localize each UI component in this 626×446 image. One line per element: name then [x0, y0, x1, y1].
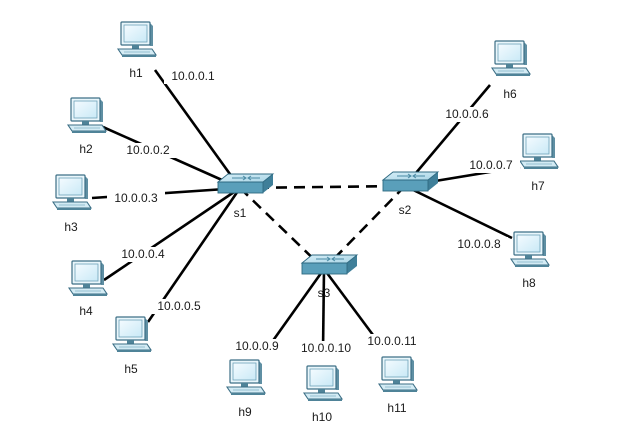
host-label-h3: h3	[64, 220, 78, 234]
ip-label-h9: 10.0.0.9	[235, 339, 279, 353]
host-label-h1: h1	[129, 66, 143, 80]
ip-label-h3: 10.0.0.3	[114, 191, 158, 205]
switch-label-s3: s3	[318, 286, 331, 300]
computer-icon[interactable]	[67, 97, 107, 134]
labels-layer: s1 s2 s3 h1 10.0.0.1 h2 10.0.0.2 h3 10.0.0.3 h4 10…	[64, 66, 545, 424]
host-label-h2: h2	[79, 142, 93, 156]
trunk-link-s1-s3	[239, 187, 325, 270]
computer-icon[interactable]	[117, 21, 157, 58]
switch-label-s2: s2	[399, 203, 412, 217]
link-h9-s3	[270, 268, 326, 343]
link-h4-s1	[103, 186, 241, 282]
ip-label-h2: 10.0.0.2	[126, 143, 170, 157]
ip-label-background	[107, 191, 165, 206]
computer-icon[interactable]	[226, 359, 266, 396]
host-label-h5: h5	[124, 362, 138, 376]
ip-label-h11: 10.0.0.11	[367, 334, 416, 348]
host-label-h10: h10	[312, 410, 332, 424]
link-h1-s1	[153, 69, 242, 189]
ip-label-background	[297, 341, 355, 356]
ip-label-h1: 10.0.0.1	[171, 69, 215, 83]
switch-icon[interactable]	[382, 171, 439, 192]
link-h10-s3	[321, 268, 326, 353]
ip-label-background	[114, 247, 172, 262]
computer-icon[interactable]	[378, 356, 418, 393]
ip-label-background	[150, 299, 208, 314]
host-label-h7: h7	[531, 179, 545, 193]
computer-icon[interactable]	[510, 231, 550, 268]
ip-label-h6: 10.0.0.6	[445, 107, 489, 121]
ip-label-h8: 10.0.0.8	[457, 237, 501, 251]
ip-label-background	[228, 339, 286, 354]
ip-label-h7: 10.0.0.7	[469, 158, 513, 172]
switch-icon[interactable]	[217, 173, 274, 194]
link-h11-s3	[322, 268, 378, 340]
computer-icon[interactable]	[491, 40, 531, 77]
host-label-h6: h6	[503, 87, 517, 101]
switch-icon[interactable]	[301, 254, 358, 275]
link-h8-s2	[404, 184, 513, 240]
computer-icon[interactable]	[112, 316, 152, 353]
host-label-h8: h8	[522, 276, 536, 290]
host-label-h9: h9	[238, 405, 252, 419]
host-label-h4: h4	[79, 304, 93, 318]
links-layer	[91, 69, 521, 353]
ip-label-background	[462, 158, 520, 173]
link-h6-s2	[404, 84, 491, 187]
computer-icon[interactable]	[303, 365, 343, 402]
ip-label-background	[363, 334, 421, 349]
switch-label-s1: s1	[234, 206, 247, 220]
ip-label-background	[450, 237, 508, 252]
ip-label-background	[438, 107, 496, 122]
computer-icon[interactable]	[52, 174, 92, 211]
computer-icon[interactable]	[68, 260, 108, 297]
ip-label-background	[119, 143, 177, 158]
computer-icon[interactable]	[519, 133, 559, 170]
ip-label-h10: 10.0.0.10	[301, 341, 351, 355]
ip-label-h5: 10.0.0.5	[157, 299, 201, 313]
host-label-h11: h11	[387, 401, 406, 415]
ip-label-background	[164, 69, 222, 84]
ip-label-h4: 10.0.0.4	[121, 247, 165, 261]
